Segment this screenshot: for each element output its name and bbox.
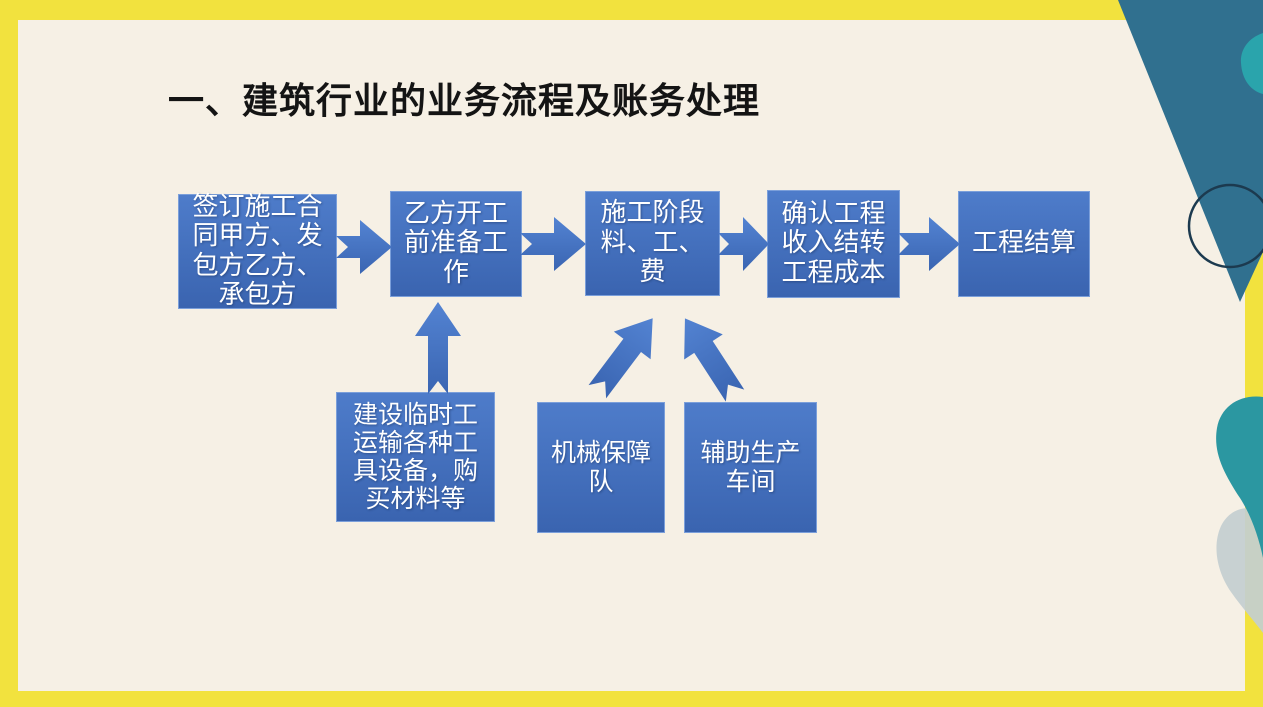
support-box-temp-construction: 建设临时工 运输各种工 具设备，购 买材料等 <box>336 392 495 522</box>
flow-step-sign-contract: 签订施工合 同甲方、发 包方乙方、 承包方 <box>178 192 337 310</box>
flow-step-project-settlement: 工程结算 <box>958 191 1090 297</box>
page-title: 一、建筑行业的业务流程及账务处理 <box>168 81 761 122</box>
flow-step-confirm-revenue: 确认工程 收入结转 工程成本 <box>767 190 900 298</box>
flow-step-pre-construction: 乙方开工 前准备工 作 <box>390 191 522 297</box>
support-box-machinery-team: 机械保障 队 <box>537 402 665 533</box>
support-box-auxiliary-workshop: 辅助生产 车间 <box>684 402 817 533</box>
flow-step-construction-phase: 施工阶段 料、工、 费 <box>585 191 720 296</box>
